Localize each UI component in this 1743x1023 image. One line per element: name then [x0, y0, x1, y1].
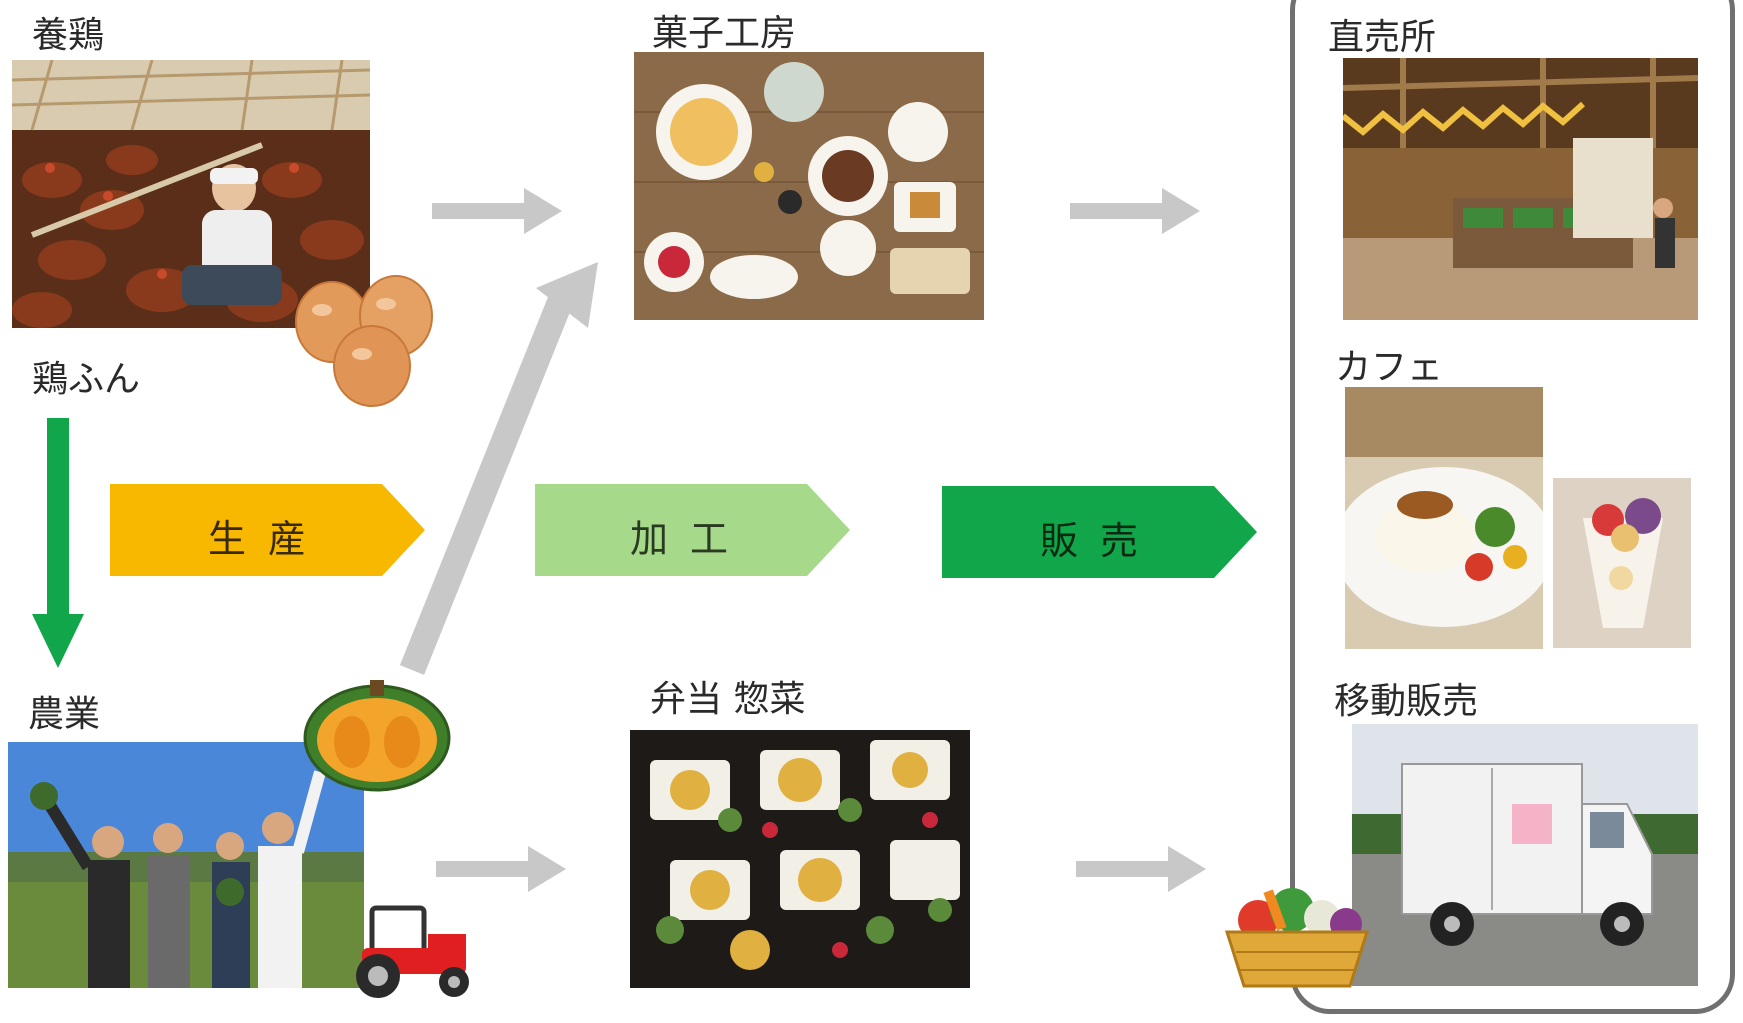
poultry-farm-photo: [12, 60, 370, 328]
stage-arrow-sales: [942, 486, 1257, 578]
direct-store-photo: [1343, 58, 1698, 320]
stage-arrow-processing: [535, 484, 850, 576]
bento-photo: [630, 730, 970, 988]
label-direct-store: 直売所: [1328, 17, 1437, 58]
stage-arrow-production: [110, 484, 425, 576]
stage-label-sales: 販売: [1040, 519, 1161, 563]
label-poultry: 養鶏: [32, 15, 105, 56]
stage-label-production: 生産: [208, 517, 329, 561]
label-confectionery: 菓子工房: [652, 13, 797, 54]
cafe-curry-photo: [1345, 387, 1543, 649]
arrow-bento-to-mobile: [1076, 846, 1206, 892]
green-down-arrow: [32, 418, 84, 668]
arrow-confectionery-to-store: [1070, 188, 1200, 234]
sales-outlets-frame: [1290, 0, 1735, 1014]
tractor-illustration: [342, 900, 482, 1000]
label-agriculture: 農業: [28, 694, 101, 735]
arrow-agriculture-to-bento: [436, 846, 566, 892]
confectionery-photo: [634, 52, 984, 320]
stage-label-processing: 加工: [630, 517, 751, 561]
label-bento: 弁当 惣菜: [650, 679, 806, 720]
vegetable-basket-illustration: [1222, 882, 1372, 994]
label-mobile-sales: 移動販売: [1334, 681, 1479, 722]
farmers-photo: [8, 742, 364, 988]
label-cafe: カフェ: [1335, 347, 1444, 388]
mobile-sales-truck-photo: [1352, 724, 1698, 986]
arrow-poultry-to-confectionery: [432, 188, 562, 234]
arrow-agriculture-to-confectionery: [392, 262, 602, 682]
cafe-parfait-photo: [1553, 478, 1691, 648]
pumpkin-illustration: [302, 678, 452, 792]
eggs-illustration: [292, 270, 440, 410]
label-manure: 鶏ふん: [32, 359, 141, 400]
